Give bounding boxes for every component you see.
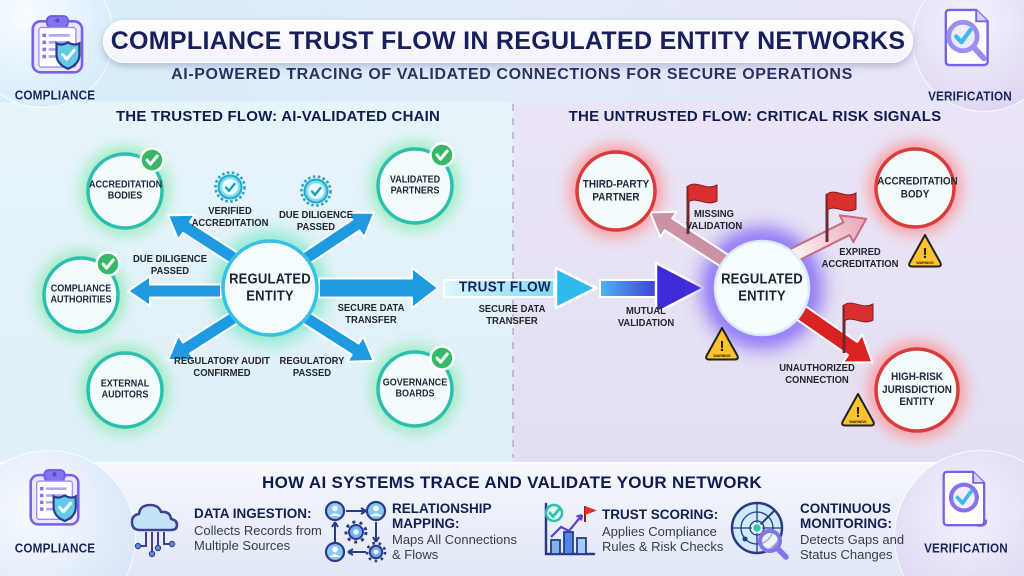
validated-check-icon	[139, 147, 165, 173]
node-validated-partners	[376, 147, 454, 225]
bottom-item-title-data-ingestion: DATA INGESTION:	[194, 506, 312, 521]
validated-check-icon	[429, 345, 455, 371]
svg-text:WARNING: WARNING	[713, 354, 731, 358]
label-regulated-entity-trusted: REGULATED ENTITY	[229, 271, 311, 304]
label-regulated-entity-untrusted: REGULATED ENTITY	[721, 271, 803, 304]
trust-flow-arrow	[443, 261, 706, 315]
warning-triangle-icon: ! WARNING	[908, 234, 942, 268]
arrow-secure-data-transfer	[318, 267, 439, 309]
corner-label-compliance-top: COMPLIANCE	[14, 87, 96, 103]
bottom-heading: HOW AI SYSTEMS TRACE AND VALIDATE YOUR N…	[262, 473, 762, 492]
warning-triangle-icon: ! WARNING	[705, 327, 739, 361]
label-trust-flow: TRUST FLOW	[458, 278, 552, 296]
label-unauthorized-connection: UNAUTHORIZED CONNECTION	[779, 362, 855, 386]
node-regulated-entity-trusted	[221, 239, 319, 337]
bottom-item-desc-continuous-monitoring: Detects Gaps and Status Changes	[800, 532, 905, 563]
svg-text:WARNING: WARNING	[916, 261, 934, 265]
verified-seal-icon	[300, 175, 332, 207]
label-due-diligence: DUE DILIGENCE PASSED	[132, 253, 208, 277]
score-chart-icon	[544, 502, 597, 556]
label-high-risk-jurisdiction: HIGH-RISK JURISDICTION ENTITY	[882, 371, 952, 409]
validated-check-icon	[429, 142, 455, 168]
label-accreditation-bodies: ACCREDITATION BODIES	[89, 179, 163, 202]
page-subtitle: AI-POWERED TRACING OF VALIDATED CONNECTI…	[171, 66, 853, 83]
warning-triangle-icon: ! WARNING	[841, 393, 875, 427]
cloud-data-ingestion-icon	[130, 503, 179, 558]
label-secure-data-left: SECURE DATA TRANSFER	[337, 302, 405, 326]
trusted-flow-diagram	[36, 141, 460, 435]
verification-document-check-icon	[942, 470, 988, 527]
corner-label-compliance-bottom: COMPLIANCE	[14, 540, 96, 556]
label-secure-data-mid: SECURE DATA TRANSFER	[478, 303, 546, 327]
label-validated-partners: VALIDATED PARTNERS	[389, 174, 441, 197]
label-due-diligence-badge: DUE DILIGENCE PASSED	[278, 209, 354, 233]
label-mutual-validation: MUTUAL VALIDATION	[617, 305, 675, 329]
node-regulated-entity-untrusted	[713, 239, 811, 337]
trusted-section-heading: THE TRUSTED FLOW: AI-VALIDATED CHAIN	[115, 108, 441, 125]
corner-label-verification-top: VERIFICATION	[928, 88, 1012, 104]
label-external-auditors: EXTERNAL AUDITORS	[100, 378, 150, 401]
label-verified-accreditation: VERIFIED ACCREDITATION	[191, 205, 269, 229]
bottom-item-desc-data-ingestion: Collects Records from Multiple Sources	[194, 523, 322, 554]
network-mapping-icon	[324, 500, 387, 563]
bottom-item-desc-trust-scoring: Applies Compliance Rules & Risk Checks	[602, 524, 724, 555]
svg-text:!: !	[923, 245, 928, 262]
node-high-risk-jurisdiction	[874, 347, 960, 433]
node-compliance-authorities	[42, 256, 120, 334]
svg-text:!: !	[720, 338, 725, 355]
label-compliance-authorities: COMPLIANCE AUTHORITIES	[50, 283, 112, 306]
verified-seal-icon	[214, 171, 246, 203]
bottom-item-title-continuous-monitoring: CONTINUOUS MONITORING:	[800, 501, 892, 531]
label-regulatory-audit: REGULATORY AUDIT CONFIRMED	[174, 355, 270, 379]
bottom-item-title-trust-scoring: TRUST SCORING:	[602, 507, 719, 522]
untrusted-flow-diagram: ! WARNING ! WARNING ! WARNING	[569, 141, 966, 439]
node-external-auditors	[86, 351, 164, 429]
label-missing-validation: MISSING VALIDATION	[685, 208, 743, 232]
page-title: COMPLIANCE TRUST FLOW IN REGULATED ENTIT…	[110, 27, 906, 55]
title-banner: COMPLIANCE TRUST FLOW IN REGULATED ENTIT…	[103, 20, 913, 63]
compliance-clipboard-icon	[31, 14, 84, 74]
bottom-item-desc-relationship-mapping: Maps All Connections & Flows	[392, 532, 518, 563]
arrow-missing-validation	[649, 210, 733, 270]
label-governance-boards: GOVERNANCE BOARDS	[382, 377, 448, 400]
label-accreditation-body: ACCREDITATION BODY	[877, 175, 958, 200]
arrow-unauthorized-connection	[794, 304, 874, 364]
node-governance-boards	[376, 350, 454, 428]
bottom-item-title-relationship-mapping: RELATIONSHIP MAPPING:	[392, 501, 492, 531]
node-third-party-partner	[575, 150, 657, 232]
corner-label-verification-bottom: VERIFICATION	[924, 540, 1008, 556]
node-accreditation-body	[874, 147, 956, 229]
validated-check-icon	[95, 251, 121, 277]
svg-text:!: !	[856, 404, 861, 421]
arrow-to-compliance-authorities	[127, 275, 222, 307]
label-third-party-partner: THIRD-PARTY PARTNER	[582, 178, 650, 203]
label-regulatory-passed: REGULATORY PASSED	[279, 355, 345, 379]
label-expired-accreditation: EXPIRED ACCREDITATION	[821, 246, 899, 270]
node-accreditation-bodies	[86, 152, 164, 230]
radar-monitoring-icon	[730, 501, 789, 560]
svg-text:WARNING: WARNING	[849, 420, 867, 424]
verification-magnifier-icon	[944, 8, 989, 67]
untrusted-section-heading: THE UNTRUSTED FLOW: CRITICAL RISK SIGNAL…	[568, 108, 942, 125]
